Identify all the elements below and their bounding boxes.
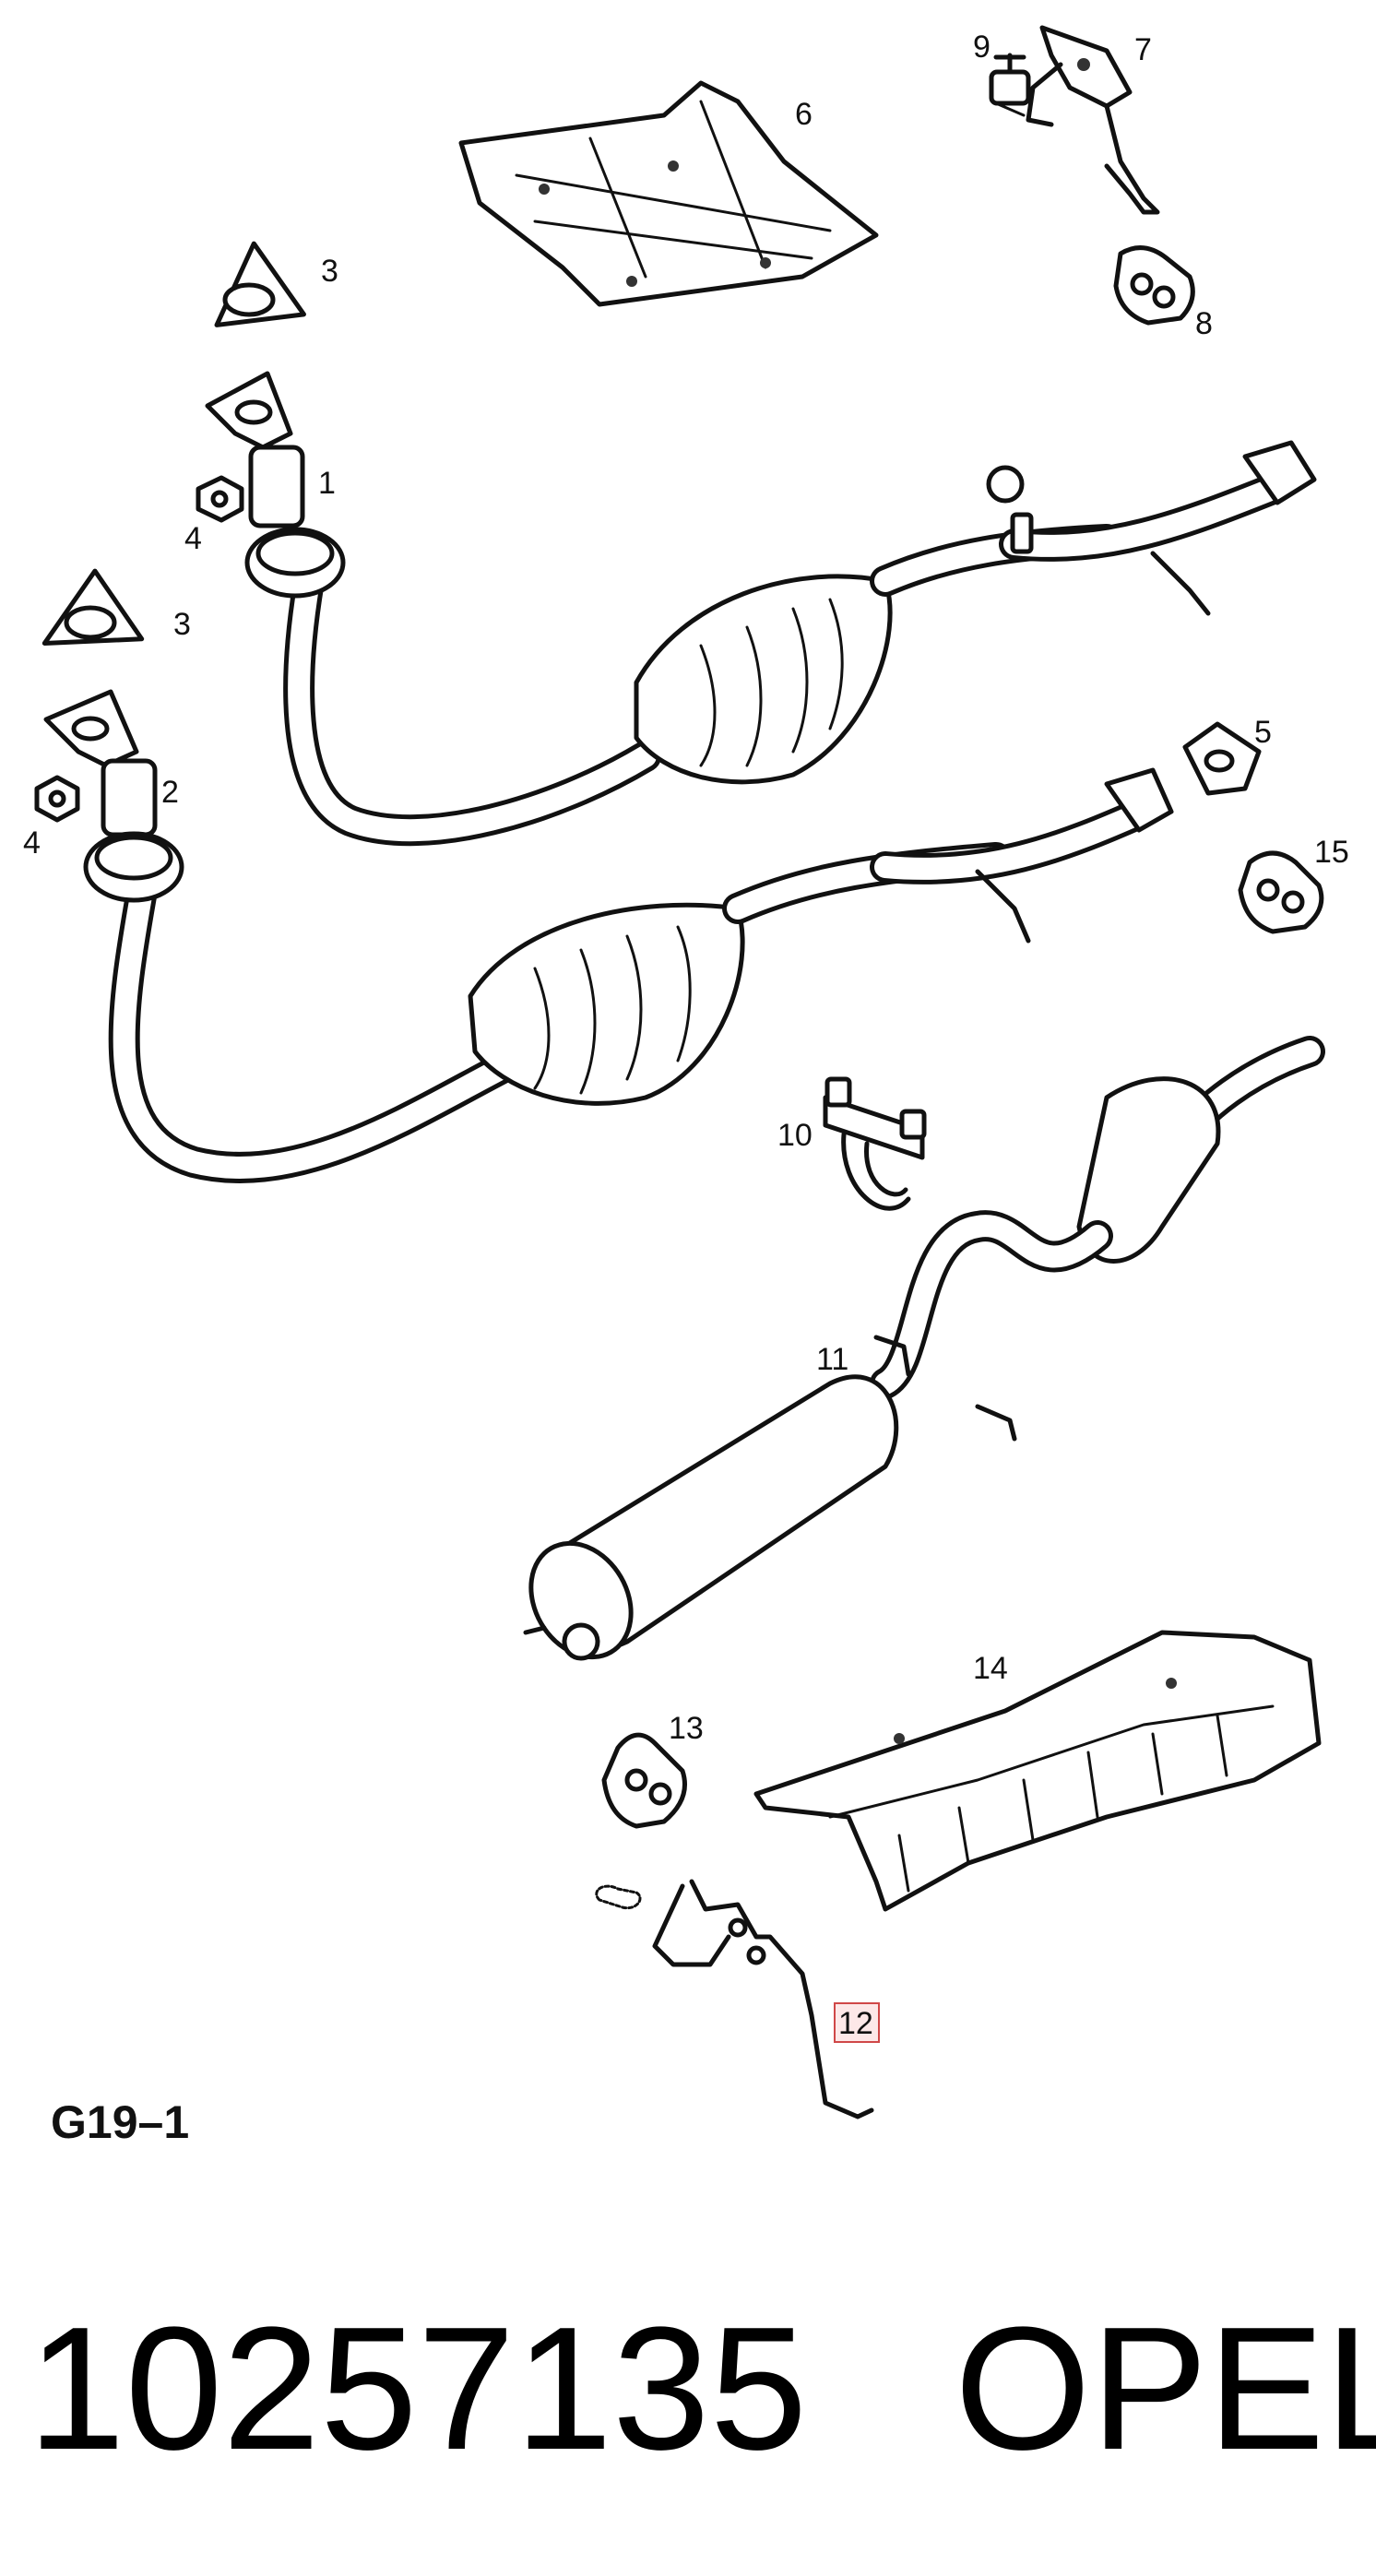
callout-3-upper: 3 (321, 254, 338, 289)
gasket-3-upper (214, 241, 306, 327)
nut-4-upper (196, 475, 244, 523)
callout-13: 13 (669, 1711, 704, 1746)
bolt-9 (989, 53, 1031, 117)
callout-4-lower: 4 (23, 825, 41, 861)
hanger-bracket-7 (1026, 25, 1160, 215)
callout-12-highlight (834, 2002, 880, 2043)
rubber-mount-8 (1113, 245, 1195, 326)
callout-8: 8 (1195, 306, 1213, 341)
callout-7: 7 (1134, 32, 1152, 67)
callout-4-upper: 4 (184, 521, 202, 556)
callout-10: 10 (777, 1118, 813, 1153)
heat-shield-rear (753, 1630, 1322, 1912)
callout-6: 6 (795, 97, 813, 132)
callout-9: 9 (973, 30, 990, 65)
front-pipe-catalyst-1 (205, 371, 1317, 847)
callout-11: 11 (816, 1342, 848, 1377)
callout-15: 15 (1314, 835, 1349, 870)
callout-12: 12 (838, 2006, 873, 2041)
callout-14: 14 (973, 1651, 1008, 1686)
rear-silencer-11 (523, 1036, 1325, 1661)
callout-5: 5 (1254, 715, 1272, 750)
diagram-code: G19–1 (51, 2096, 189, 2148)
clamp-10 (823, 1076, 927, 1211)
heat-shield-upper (458, 80, 879, 307)
callout-3-lower: 3 (173, 607, 191, 642)
part-number: 10257135 (28, 2291, 807, 2487)
rubber-mount-15 (1238, 850, 1324, 934)
hanger-bracket-12 (595, 1879, 874, 2119)
rubber-mount-13 (601, 1732, 687, 1829)
brand-name: OPEL (955, 2291, 1376, 2487)
front-pipe-catalyst-2 (43, 689, 1174, 1183)
nut-4-lower (34, 775, 80, 823)
gasket-3-lower (42, 568, 145, 646)
flange-mount-5 (1182, 721, 1262, 796)
callout-1: 1 (318, 466, 336, 501)
callout-2: 2 (161, 775, 179, 810)
